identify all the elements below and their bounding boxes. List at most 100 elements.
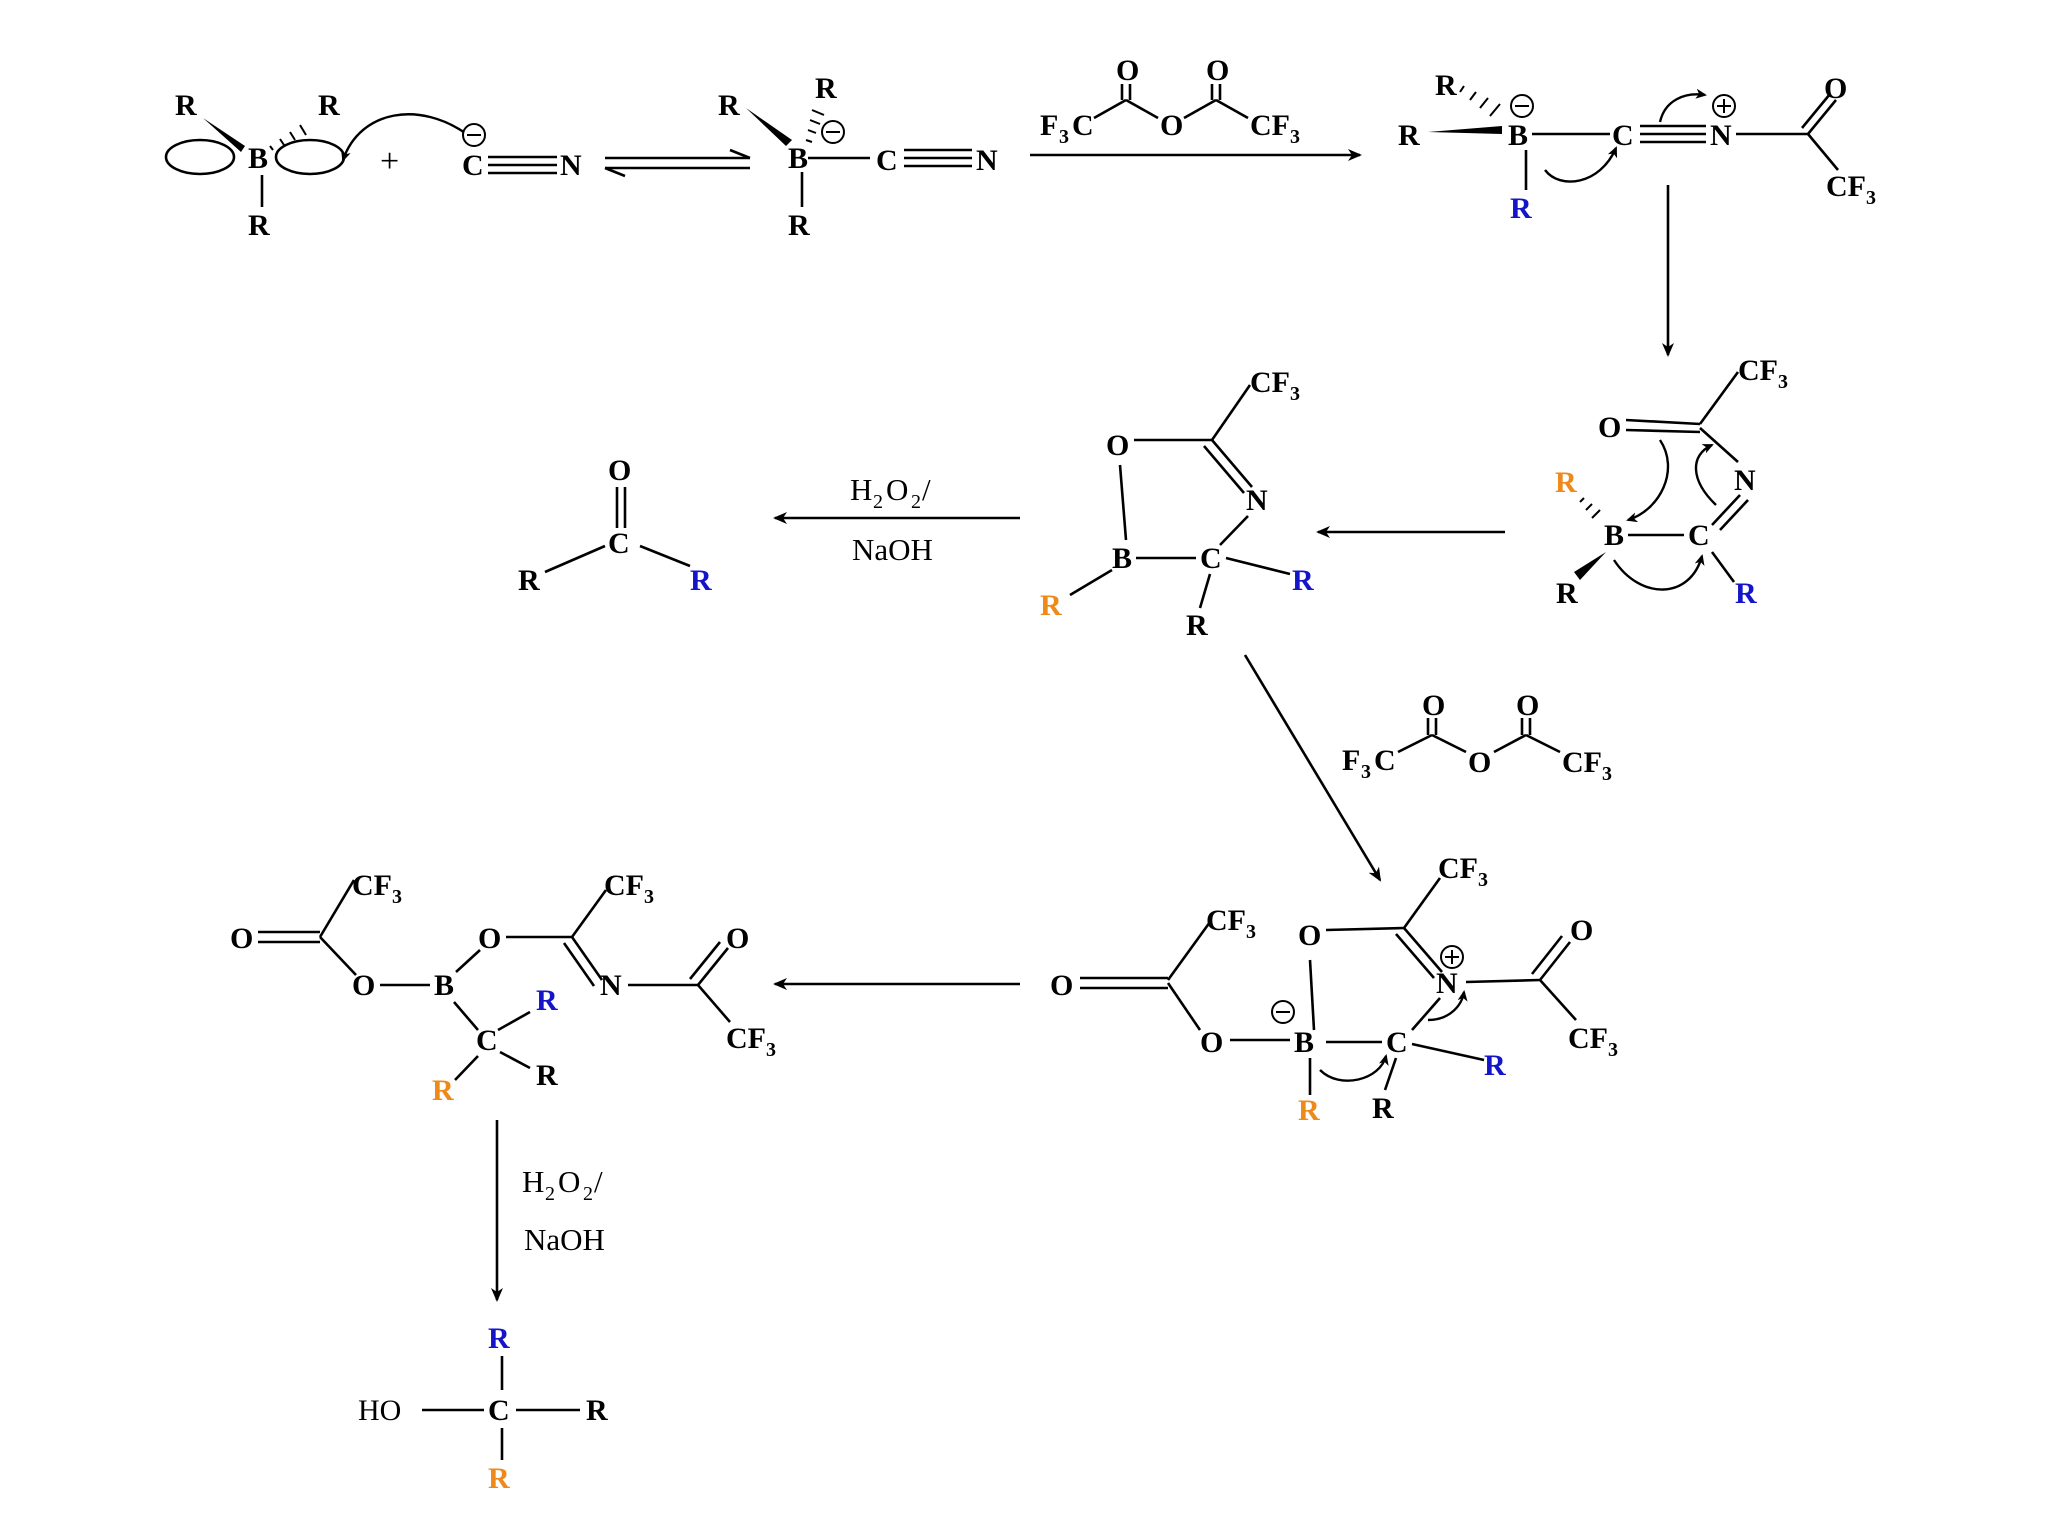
atom-label: N [1734,464,1756,497]
atom-label: C [488,1394,510,1427]
atom-label: O [608,454,631,487]
atom-label: R [536,984,558,1017]
atom-label: 3 [1361,761,1371,783]
p-orbital-lobe [164,138,236,176]
atom-label: R [1556,577,1578,610]
trialkylborane: R R B R [164,89,469,242]
atom-label: CF [604,869,644,902]
hash-bond [269,124,307,151]
atom-label: R [1292,564,1314,597]
tertiary-alcohol-product: R HO C R R [358,1322,608,1495]
atom-label: O [1206,54,1229,87]
curly-arrow [1658,88,1707,123]
atom-label: HO [358,1394,401,1427]
atom-label: O [886,472,908,507]
atom-label: N [1246,484,1268,517]
atom-label: B [1508,119,1528,152]
atom-label: N [1436,967,1458,1000]
atom-label: O [230,922,253,955]
nitrilium-intermediate: R R B R C N O CF 3 [1398,69,1876,225]
atom-label: H [850,472,872,507]
atom-label: R [1484,1049,1506,1082]
atom-label: CF [1562,746,1602,779]
tfaa-reagent-middle: F 3 C O O O CF 3 [1342,689,1612,785]
atom-label: B [1294,1026,1314,1059]
atom-label: O [1106,429,1129,462]
atom-label: NaOH [524,1222,605,1257]
atom-label: 3 [1778,371,1788,393]
atom-label: 2 [583,1183,593,1205]
r-atom: R [248,209,270,242]
c-atom: C [876,144,898,177]
atom-label: B [1604,519,1624,552]
atom-label: C [1072,109,1094,142]
atom-label: R [1510,192,1532,225]
atom-label: O [558,1164,580,1199]
atom-label: CF [352,869,392,902]
atom-label: O [726,922,749,955]
r-atom: R [175,89,197,122]
atom-label: / [922,472,931,507]
atom-label: 3 [1290,126,1300,148]
atom-label: / [594,1164,603,1199]
atom-label: F [1040,109,1058,142]
wedge-bond [746,108,792,146]
atom-label: CF [1250,109,1290,142]
atom-label: 3 [1608,1039,1618,1061]
atom-label: 3 [1866,187,1876,209]
tfaa-reagent-top: F 3 C O O O CF 3 [1040,54,1300,148]
atom-label: R [1372,1092,1394,1125]
atom-label: CF [1826,170,1866,203]
atom-label: B [1112,542,1132,575]
atom-label: 3 [644,886,654,908]
rearranged-boron-product: O CF 3 O B O CF 3 N O CF 3 C R R R [230,869,776,1107]
atom-label: 3 [766,1039,776,1061]
atom-label: R [1298,1094,1320,1127]
wedge-bond [203,118,245,152]
atom-label: CF [726,1022,766,1055]
n-atom: N [976,144,998,177]
atom-label: 3 [392,886,402,908]
atom-label: CF [1206,904,1246,937]
atom-label: R [536,1059,558,1092]
atom-label: R [1398,119,1420,152]
atom-label: O [1468,746,1491,779]
cyanide-ion: C N [462,123,582,182]
atom-label: O [1160,109,1183,142]
atom-label: R [488,1322,510,1355]
ketone-product: O C R R [518,454,712,597]
atom-label: R [1735,577,1757,610]
atom-label: C [476,1024,498,1057]
h2o2-naoh-reagent-top: H 2 O 2 / NaOH [850,472,933,567]
reaction-arrow [1243,654,1382,882]
atom-label: 3 [1290,383,1300,405]
r-atom: R [718,89,740,122]
atom-label: C [1612,119,1634,152]
atom-label: CF [1250,366,1290,399]
atom-label: N [600,969,622,1002]
atom-label: R [488,1462,510,1495]
atom-label: H [522,1164,544,1199]
h2o2-naoh-reagent-bottom: H 2 O 2 / NaOH [522,1164,605,1257]
plus-sign: + [380,143,399,180]
hash-bond [1459,85,1501,117]
equilibrium-arrow [604,148,751,178]
atom-label: 3 [1059,126,1069,148]
wedge-bond [1574,552,1606,580]
atom-label: O [1298,919,1321,952]
atom-label: R [690,564,712,597]
r-atom: R [788,209,810,242]
atom-label: 3 [1478,869,1488,891]
atom-label: O [1050,969,1073,1002]
boron-heterocycle: CF 3 O N B C R R R [1040,366,1314,642]
atom-label: R [1435,69,1457,102]
atom-label: O [1516,689,1539,722]
atom-label: C [608,527,630,560]
atom-label: R [518,564,540,597]
cyanoborate: R R B R C N [718,72,998,242]
r-atom: R [815,72,837,105]
r-atom: R [318,89,340,122]
atom-label: O [1824,72,1847,105]
atom-label: R [1040,589,1062,622]
atom-label: O [352,969,375,1002]
